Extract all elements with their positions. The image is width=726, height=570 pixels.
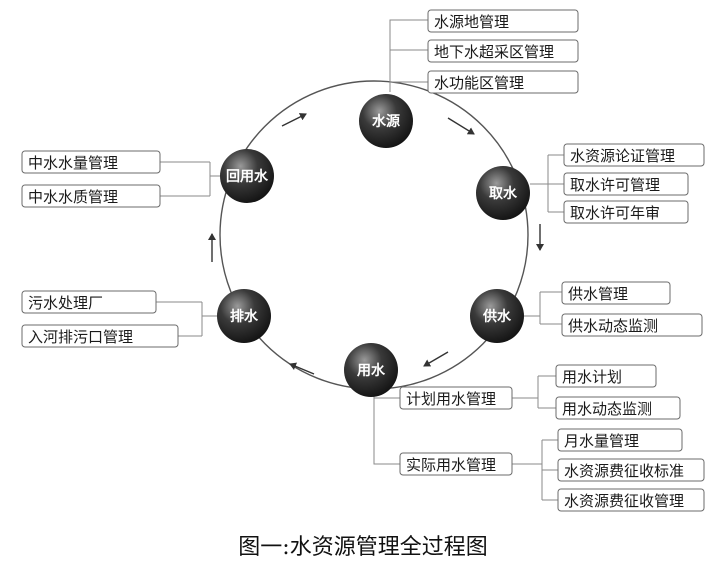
node-source-label: 水源 [372,113,400,130]
intake-item-1: 取水许可管理 [570,176,660,194]
drain-item-0: 污水处理厂 [28,294,103,312]
node-drain-label: 排水 [230,308,259,325]
use-plan-child-1: 用水动态监测 [562,400,652,418]
use-actual-child-2: 水资源费征收管理 [564,492,684,510]
node-use: 用水 [344,343,398,397]
use-plan-child-0: 用水计划 [562,368,622,386]
source-item-1: 地下水超采区管理 [434,43,554,61]
use-plan-items: 计划用水管理 用水计划 用水动态监测 [399,364,681,420]
node-drain: 排水 [217,289,271,343]
source-item-2: 水功能区管理 [434,74,524,92]
arrow-supply-to-use [423,351,449,367]
supply-items: 供水管理 供水动态监测 [561,281,703,337]
use-plan-label: 计划用水管理 [406,390,496,408]
arrow-use-to-drain [289,362,315,375]
node-reuse: 回用水 [220,149,274,203]
node-supply-label: 供水 [482,308,512,325]
node-supply: 供水 [470,289,524,343]
node-intake: 取水 [476,166,530,220]
figure-caption: 图一:水资源管理全过程图 [238,535,487,560]
drain-branch-lines [156,301,218,337]
intake-branch-lines [530,154,564,213]
drain-item-1: 入河排污口管理 [28,328,133,346]
use-branch-lines [373,375,558,501]
source-branch-lines [389,19,428,92]
node-source: 水源 [359,94,413,148]
node-intake-label: 取水 [489,185,518,202]
reuse-items: 中水水量管理 中水水质管理 [21,150,161,208]
arrow-reuse-to-source [281,113,307,127]
reuse-item-0: 中水水量管理 [28,154,118,172]
supply-item-0: 供水管理 [568,285,628,303]
reuse-item-1: 中水水质管理 [28,188,118,206]
supply-branch-lines [524,291,562,325]
cycle-arrows [208,113,544,375]
use-actual-child-0: 月水量管理 [564,432,639,450]
drain-items: 污水处理厂 入河排污口管理 [21,290,179,348]
supply-item-1: 供水动态监测 [568,317,658,335]
node-reuse-label: 回用水 [226,168,269,185]
intake-item-2: 取水许可年审 [570,204,660,222]
arrow-source-to-intake [447,117,475,135]
source-items: 水源地管理 地下水超采区管理 水功能区管理 [427,9,579,94]
use-actual-child-1: 水资源费征收标准 [564,462,684,480]
source-item-0: 水源地管理 [434,13,509,31]
use-actual-label: 实际用水管理 [406,456,496,474]
reuse-branch-lines [160,161,226,197]
intake-items: 水资源论证管理 取水许可管理 取水许可年审 [563,143,705,224]
use-actual-items: 实际用水管理 月水量管理 水资源费征收标准 水资源费征收管理 [399,428,705,512]
node-use-label: 用水 [357,362,386,379]
intake-item-0: 水资源论证管理 [570,147,675,165]
